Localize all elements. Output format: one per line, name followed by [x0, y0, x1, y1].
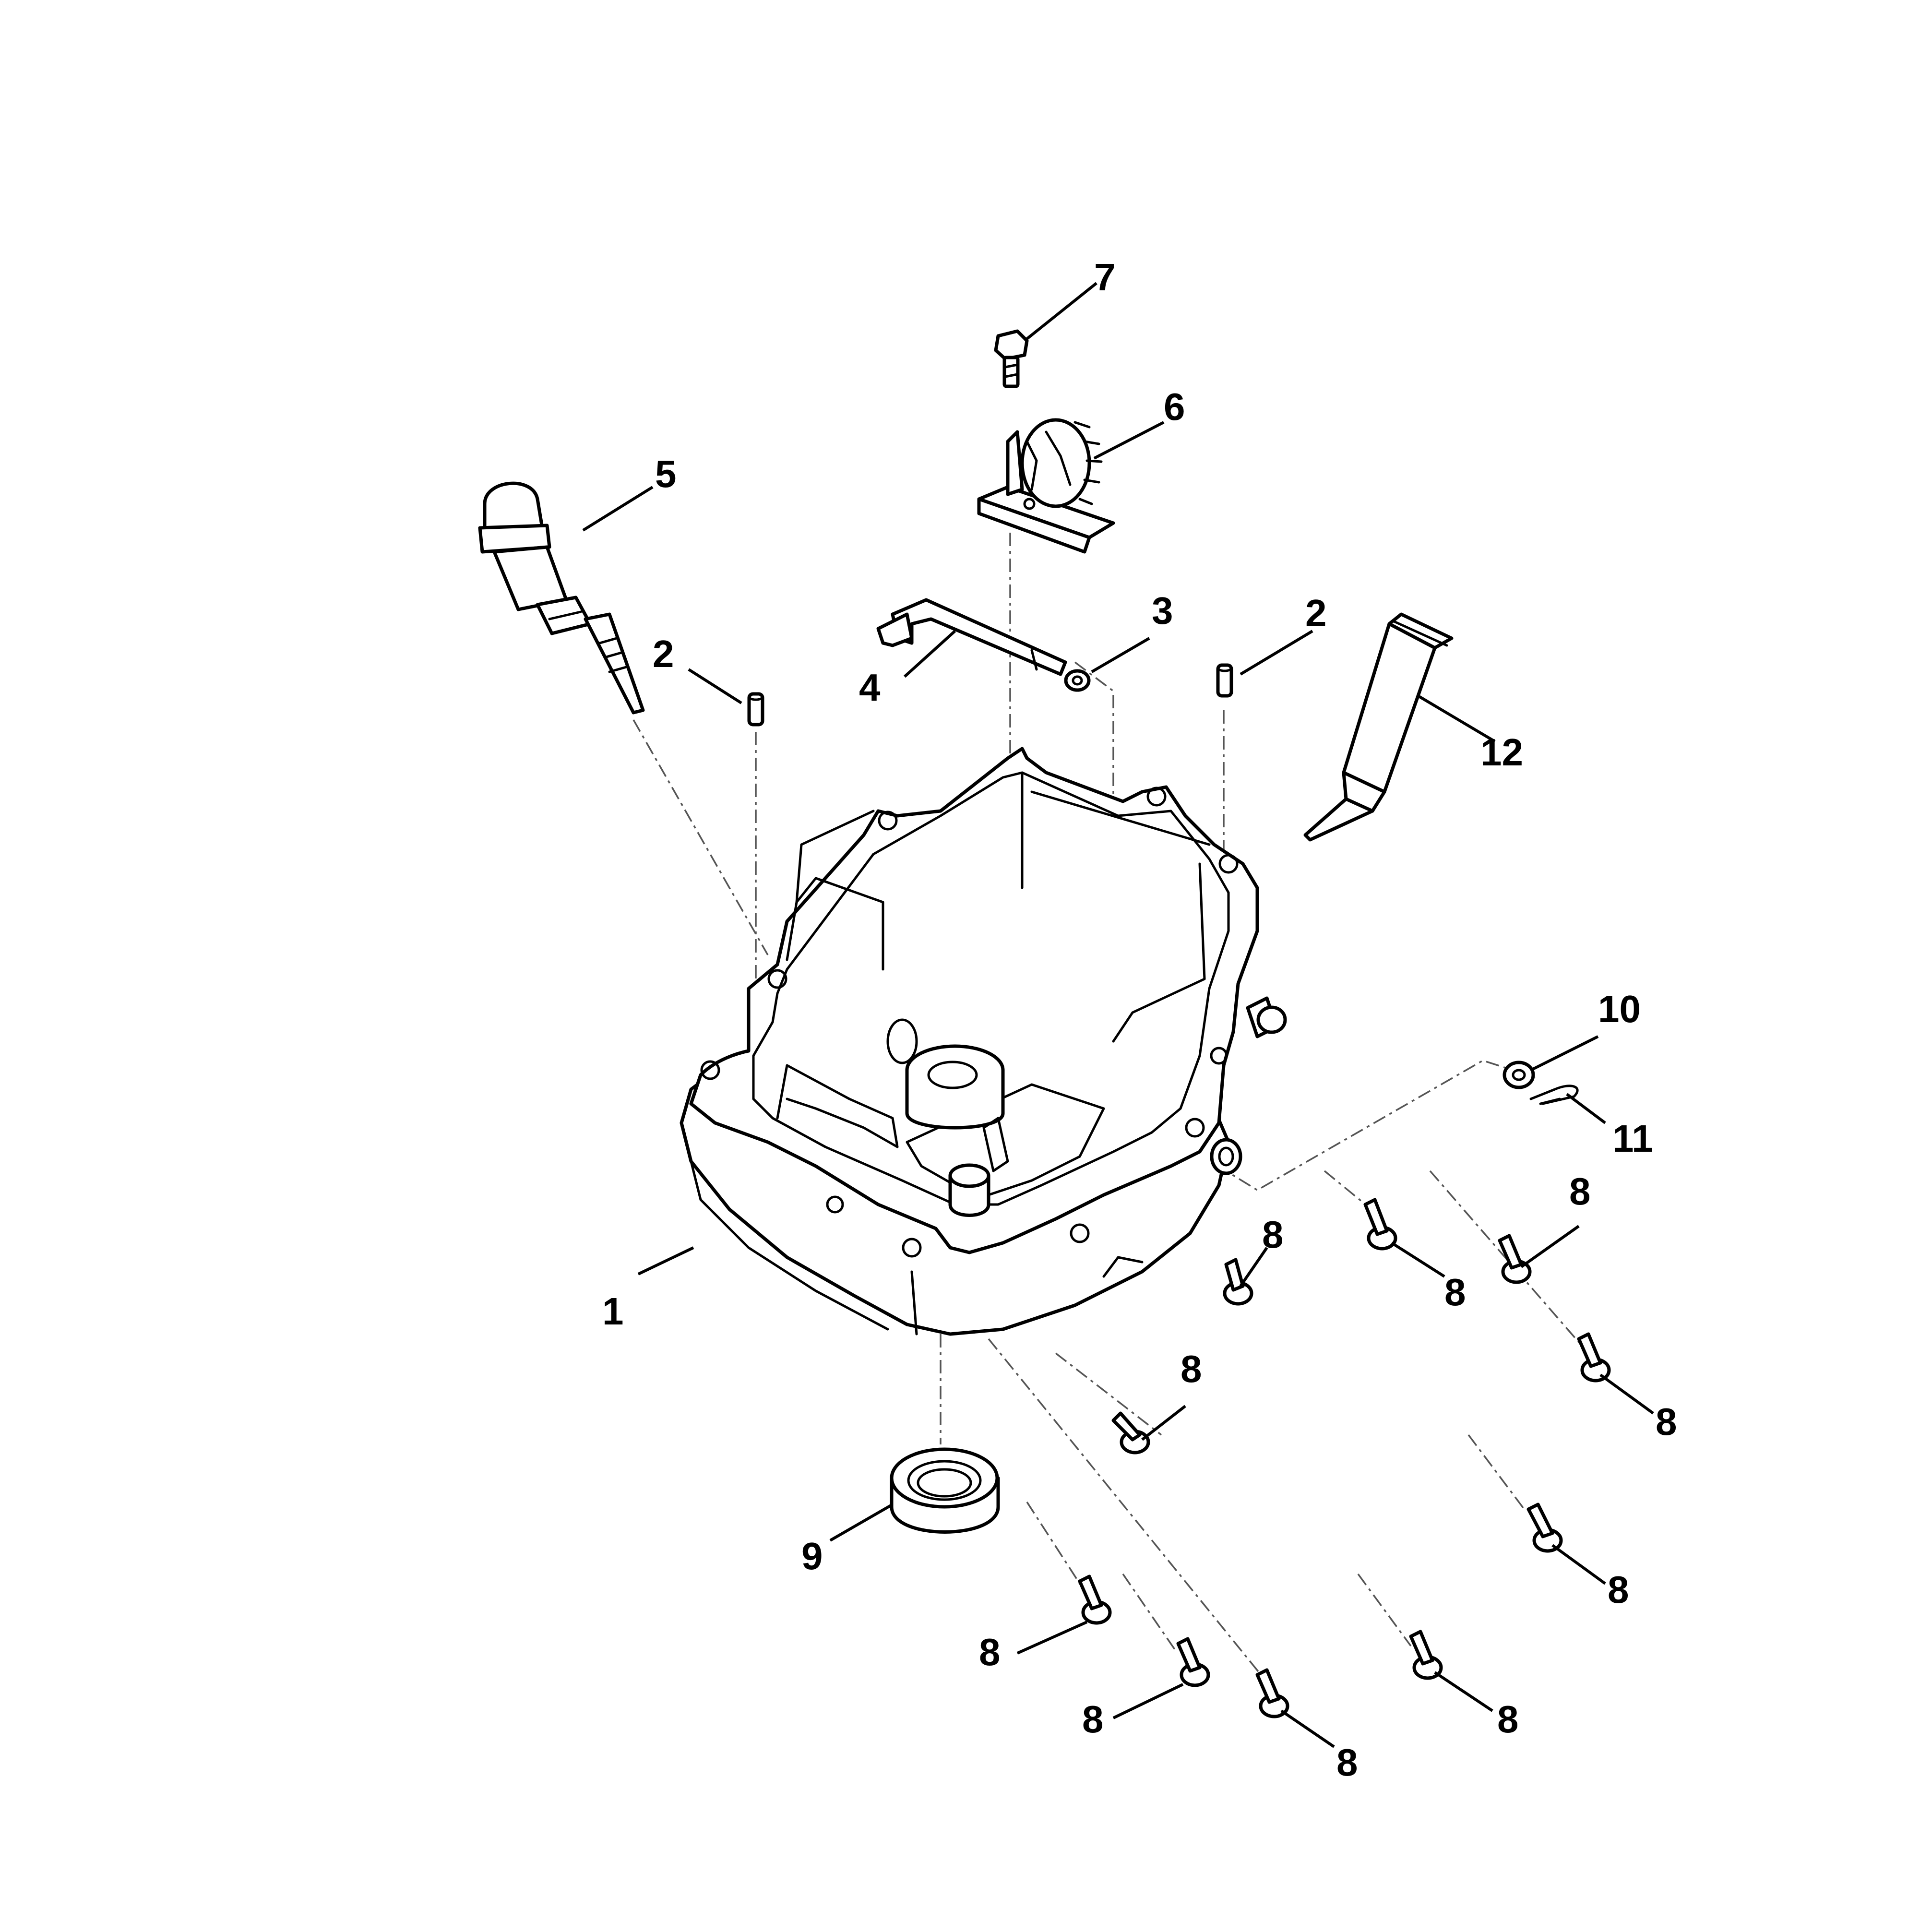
- callout-labels: 1 2 2 3 4 5 6 7 8 8 8 8 8 8 8 8 8 8 9 10…: [602, 256, 1677, 1784]
- callout-5: 5: [655, 453, 677, 495]
- callout-2-left: 2: [653, 632, 674, 675]
- top-screw: [994, 329, 1029, 388]
- oil-seal: [890, 1447, 1000, 1534]
- callout-2-right: 2: [1305, 592, 1327, 634]
- bolt-d: [1577, 1332, 1611, 1383]
- dowel-pin-left: [747, 692, 764, 727]
- callout-6: 6: [1164, 385, 1185, 428]
- washer: [1064, 669, 1091, 692]
- crankcase-housing: [680, 747, 1287, 1336]
- callout-8-b: 8: [1444, 1271, 1466, 1313]
- governor-assembly: [977, 418, 1115, 554]
- callout-10: 10: [1598, 988, 1641, 1030]
- bolt-a: [1223, 1258, 1253, 1306]
- bolt-b: [1363, 1198, 1397, 1251]
- callout-3: 3: [1152, 589, 1173, 632]
- callout-8-h: 8: [1082, 1698, 1104, 1741]
- callout-8-c: 8: [1569, 1170, 1591, 1213]
- callout-8-g: 8: [979, 1631, 1001, 1673]
- callout-9: 9: [801, 1535, 823, 1577]
- bolt-i: [1255, 1668, 1289, 1718]
- bolt-h: [1176, 1637, 1210, 1687]
- spacer: [1503, 1061, 1535, 1089]
- bolt-j: [1409, 1630, 1443, 1680]
- callout-8-a: 8: [1262, 1213, 1284, 1256]
- callout-11: 11: [1612, 1117, 1653, 1160]
- dowel-pin-right: [1216, 663, 1233, 698]
- callout-8-j: 8: [1497, 1698, 1519, 1741]
- governor-shaft: [876, 598, 1067, 676]
- bolt-c: [1498, 1234, 1532, 1284]
- callout-1: 1: [602, 1290, 624, 1333]
- sealant-tube: [1303, 612, 1454, 842]
- oil-dipstick: [478, 481, 645, 715]
- callout-8-f: 8: [1608, 1568, 1629, 1611]
- callout-8-e: 8: [1181, 1348, 1202, 1390]
- callout-12: 12: [1480, 731, 1523, 774]
- bolt-g: [1078, 1574, 1112, 1625]
- callout-8-i: 8: [1336, 1741, 1358, 1784]
- r-clip: [1529, 1085, 1579, 1105]
- leader-lines: [582, 282, 1654, 1748]
- callout-4: 4: [859, 666, 881, 709]
- bolt-e: [1111, 1411, 1150, 1455]
- callout-8-d: 8: [1656, 1400, 1677, 1443]
- callout-7: 7: [1094, 256, 1116, 298]
- bolt-f: [1527, 1503, 1563, 1553]
